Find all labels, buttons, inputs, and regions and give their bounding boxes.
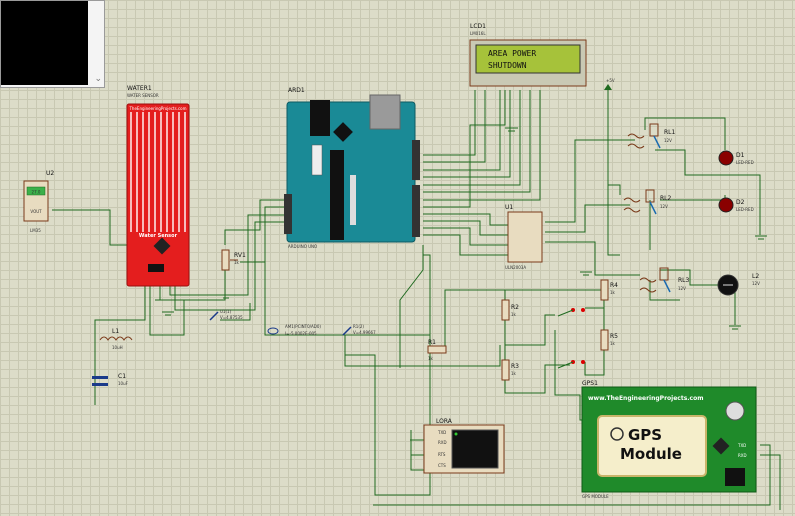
gps-title-1: GPS xyxy=(628,426,662,444)
water-badge: Water Sensor xyxy=(139,233,178,239)
led-d2-ref: D2 xyxy=(736,199,745,206)
probe-r1-label: R1(2) xyxy=(353,324,364,329)
resistor-r4[interactable]: R4 1k xyxy=(600,279,618,301)
lcd-display[interactable]: AREA POWER SHUTDOWN LCD1 LM016L xyxy=(469,23,587,87)
relay-rl3-ref: RL3 xyxy=(678,277,690,284)
water-part: WATER SENSOR xyxy=(127,93,159,98)
resistor-r1[interactable]: R1 1k xyxy=(427,339,447,361)
probe-r1-value: V=4.99667 xyxy=(353,330,376,335)
capacitor-c1[interactable]: C1 10uF xyxy=(92,373,129,386)
l1-value: 10uH xyxy=(112,345,123,350)
switch-1[interactable] xyxy=(557,308,585,317)
water-sensor[interactable]: TheEngineeringProjects.com Water Sensor … xyxy=(126,85,190,287)
uln2003a[interactable]: U1 ULN2003A xyxy=(505,204,543,270)
current-probe-am1[interactable]: AM1(PCINT0/AD0) I=-5.0002E-005 xyxy=(267,324,321,336)
preview-screen xyxy=(1,1,88,85)
lcd-part: LM016L xyxy=(470,31,486,36)
potentiometer-rv1[interactable]: RV1 1k xyxy=(221,249,246,271)
r2-ref: R2 xyxy=(511,304,519,311)
l1-ref: L1 xyxy=(112,328,119,335)
lora-module[interactable]: TXD RXD RTS CTS LORA xyxy=(423,418,505,474)
lamp-l2[interactable]: L2 12V xyxy=(717,273,760,296)
relay-rl2-rating: 12V xyxy=(660,204,668,209)
r4-value: 1k xyxy=(610,290,616,295)
led-d2-part: LED-RED xyxy=(736,207,754,212)
led-d1-ref: D1 xyxy=(736,152,745,159)
lcd-ref: LCD1 xyxy=(470,23,486,30)
r1-value: 1k xyxy=(428,356,434,361)
r3-ref: R3 xyxy=(511,363,519,370)
lm35-part: LM35 xyxy=(30,228,41,233)
gps-module[interactable]: www.TheEngineeringProjects.com GPS Modul… xyxy=(581,380,757,499)
lora-pin-txd: TXD xyxy=(437,430,446,435)
arduino-part: ARDUINO UNO xyxy=(288,244,317,249)
water-site-text: TheEngineeringProjects.com xyxy=(128,106,186,111)
arduino-ref: ARD1 xyxy=(288,87,305,94)
lcd-line1: AREA POWER xyxy=(488,49,536,58)
lora-ref: LORA xyxy=(436,418,453,425)
supply-terminal[interactable]: +5V xyxy=(604,78,615,90)
lcd-line2: SHUTDOWN xyxy=(488,61,527,70)
switch-2[interactable] xyxy=(557,360,585,369)
relay-rl1[interactable]: RL1 12V xyxy=(627,123,676,149)
voltage-probe-r1[interactable]: R1(2) V=4.99667 xyxy=(342,324,376,336)
water-ref: WATER1 xyxy=(127,85,152,92)
arduino-uno[interactable]: ARD1 ARDUINO UNO xyxy=(284,87,420,249)
lora-pin-rts: RTS xyxy=(438,452,446,457)
lamp-ref: L2 xyxy=(752,273,759,280)
r3-value: 1k xyxy=(511,371,517,376)
relay-rl3-rating: 12V xyxy=(678,286,686,291)
gps-part: GPS MODULE xyxy=(582,494,609,499)
r4-ref: R4 xyxy=(610,282,618,289)
relay-rl2[interactable]: RL2 12V xyxy=(623,189,672,215)
chevron-down-icon[interactable]: ⌄ xyxy=(94,74,102,84)
resistor-r5[interactable]: R5 1k xyxy=(600,329,618,351)
relay-rl1-rating: 12V xyxy=(664,138,672,143)
lora-pin-rxd: RXD xyxy=(438,440,447,445)
lm35-ref: U2 xyxy=(46,170,54,177)
inductor-l1[interactable]: L1 10uH xyxy=(99,328,133,350)
probe-am1-value: I=-5.0002E-005 xyxy=(285,331,317,336)
r5-ref: R5 xyxy=(610,333,618,340)
lamp-rating: 12V xyxy=(752,281,760,286)
c1-ref: C1 xyxy=(118,373,126,380)
rv1-ref: RV1 xyxy=(234,252,246,259)
led-d1-part: LED-RED xyxy=(736,160,754,165)
voltage-probe-u1[interactable]: U1(1) V=4.87535 xyxy=(209,309,243,321)
relay-rl2-ref: RL2 xyxy=(660,195,672,202)
probe-am1-label: AM1(PCINT0/AD0) xyxy=(285,324,321,329)
gps-title-2: Module xyxy=(620,445,682,463)
led-d1[interactable]: D1 LED-RED xyxy=(718,150,754,166)
r1-ref: R1 xyxy=(428,339,436,346)
probe-u1-label: U1(1) xyxy=(220,309,232,314)
r5-value: 1k xyxy=(610,341,616,346)
lm35-readout: 27.0 xyxy=(32,190,41,195)
probe-u1-value: V=4.87535 xyxy=(220,315,243,320)
lora-pin-cts: CTS xyxy=(438,463,446,468)
preview-panel[interactable]: ⌄ xyxy=(0,0,105,88)
relay-rl1-ref: RL1 xyxy=(664,129,676,136)
uln-ref: U1 xyxy=(505,204,513,211)
resistor-r3[interactable]: R3 1k xyxy=(501,359,519,381)
rv1-value: 1k xyxy=(234,260,240,265)
ground-symbols xyxy=(162,127,767,330)
supply-label: +5V xyxy=(606,78,615,83)
gps-pin-txd: TXD xyxy=(737,443,746,448)
uln-part: ULN2003A xyxy=(505,265,526,270)
c1-value: 10uF xyxy=(118,381,129,386)
gps-ref: GPS1 xyxy=(582,380,598,387)
relay-rl3[interactable]: RL3 12V xyxy=(639,267,690,293)
resistor-r2[interactable]: R2 1k xyxy=(501,299,519,321)
lm35-sensor[interactable]: 27.0 VOUT U2 LM35 xyxy=(23,170,54,233)
gps-pin-rxd: RXD xyxy=(738,453,747,458)
gps-site: www.TheEngineeringProjects.com xyxy=(588,395,703,402)
lm35-pin-out: VOUT xyxy=(30,209,42,214)
led-d2[interactable]: D2 LED-RED xyxy=(718,197,754,213)
r2-value: 1k xyxy=(511,312,517,317)
